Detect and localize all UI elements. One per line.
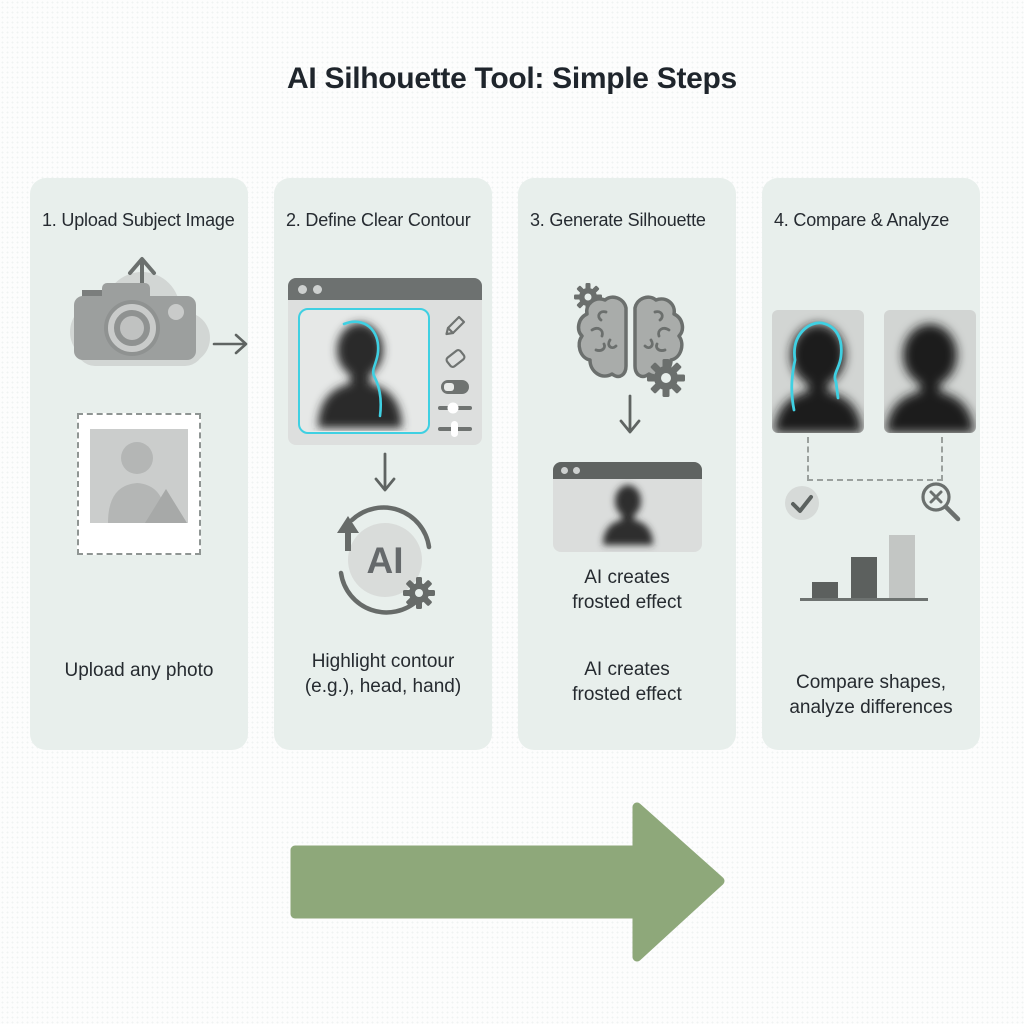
cycle-arc-icon	[338, 570, 421, 615]
window-dot-icon	[313, 285, 322, 294]
ai-brain-icon	[574, 283, 685, 397]
slider-icon	[438, 421, 472, 437]
photo-placeholder	[77, 413, 201, 555]
window-dot-icon	[298, 285, 307, 294]
person-silhouette-icon	[886, 324, 974, 433]
gear-icon	[647, 359, 685, 397]
arrow-right-icon	[212, 333, 248, 355]
result-window	[553, 462, 702, 552]
contour-line-icon	[342, 320, 383, 418]
compare-card-right	[884, 310, 976, 433]
dashed-connector	[807, 437, 943, 481]
step1-panel: 1. Upload Subject Image	[30, 178, 248, 750]
step4-panel: 4. Compare & Analyze	[762, 178, 980, 750]
person-head-icon	[121, 442, 153, 474]
cycle-arc-icon	[349, 505, 432, 550]
check-badge	[785, 486, 819, 520]
upload-cloud-camera-icon	[70, 257, 210, 366]
step1-caption: Upload any photo	[64, 660, 214, 681]
magnifier-x-icon	[921, 482, 961, 522]
person-silhouette-icon	[603, 485, 653, 545]
arrow-down-icon	[374, 452, 396, 492]
window-titlebar	[553, 462, 702, 479]
step4-header: 4. Compare & Analyze	[774, 210, 950, 230]
ai-label: AI	[367, 540, 404, 581]
toggle-icon	[441, 380, 469, 394]
compare-card-left	[772, 310, 864, 433]
edit-canvas	[298, 308, 430, 434]
person-silhouette-icon	[774, 321, 862, 433]
photo-placeholder-icon	[90, 429, 188, 523]
step3-header: 3. Generate Silhouette	[530, 210, 706, 230]
bar-2	[851, 557, 877, 598]
window-titlebar	[288, 278, 482, 300]
bar-3	[889, 535, 915, 598]
mountain-icon	[145, 489, 187, 523]
big-arrow-right-icon	[290, 802, 725, 962]
gear-icon	[403, 577, 435, 609]
eraser-icon	[445, 349, 466, 368]
step2-header: 2. Define Clear Contour	[286, 210, 471, 230]
check-icon	[791, 495, 813, 513]
contour-line-icon	[790, 321, 843, 412]
step3-panel: 3. Generate Silhouette	[518, 178, 736, 750]
brain-icon	[576, 295, 685, 379]
step3-caption-upper: AI creates frosted effect	[572, 567, 682, 613]
arrow-up-icon	[337, 516, 359, 551]
step2-panel: 2. Define Clear Contour	[274, 178, 492, 750]
pencil-icon	[445, 315, 466, 336]
editor-window	[288, 278, 482, 445]
chart-baseline	[800, 598, 928, 601]
window-dot-icon	[561, 467, 568, 474]
editor-toolbar	[438, 306, 472, 443]
camera-icon	[74, 283, 196, 360]
step1-header: 1. Upload Subject Image	[42, 210, 235, 230]
window-dot-icon	[573, 467, 580, 474]
arrow-down-icon	[619, 394, 641, 434]
step2-caption: Highlight contour (e.g.), head, hand)	[304, 651, 462, 697]
bar-1	[812, 582, 838, 598]
step4-caption: Compare shapes, analyze differences	[789, 672, 953, 718]
person-silhouette-icon	[318, 320, 402, 428]
page-title: AI Silhouette Tool: Simple Steps	[287, 62, 737, 95]
ai-cycle-icon: AI	[337, 505, 435, 615]
step3-caption-lower: AI creates frosted effect	[572, 659, 682, 705]
slider-icon	[438, 402, 472, 414]
